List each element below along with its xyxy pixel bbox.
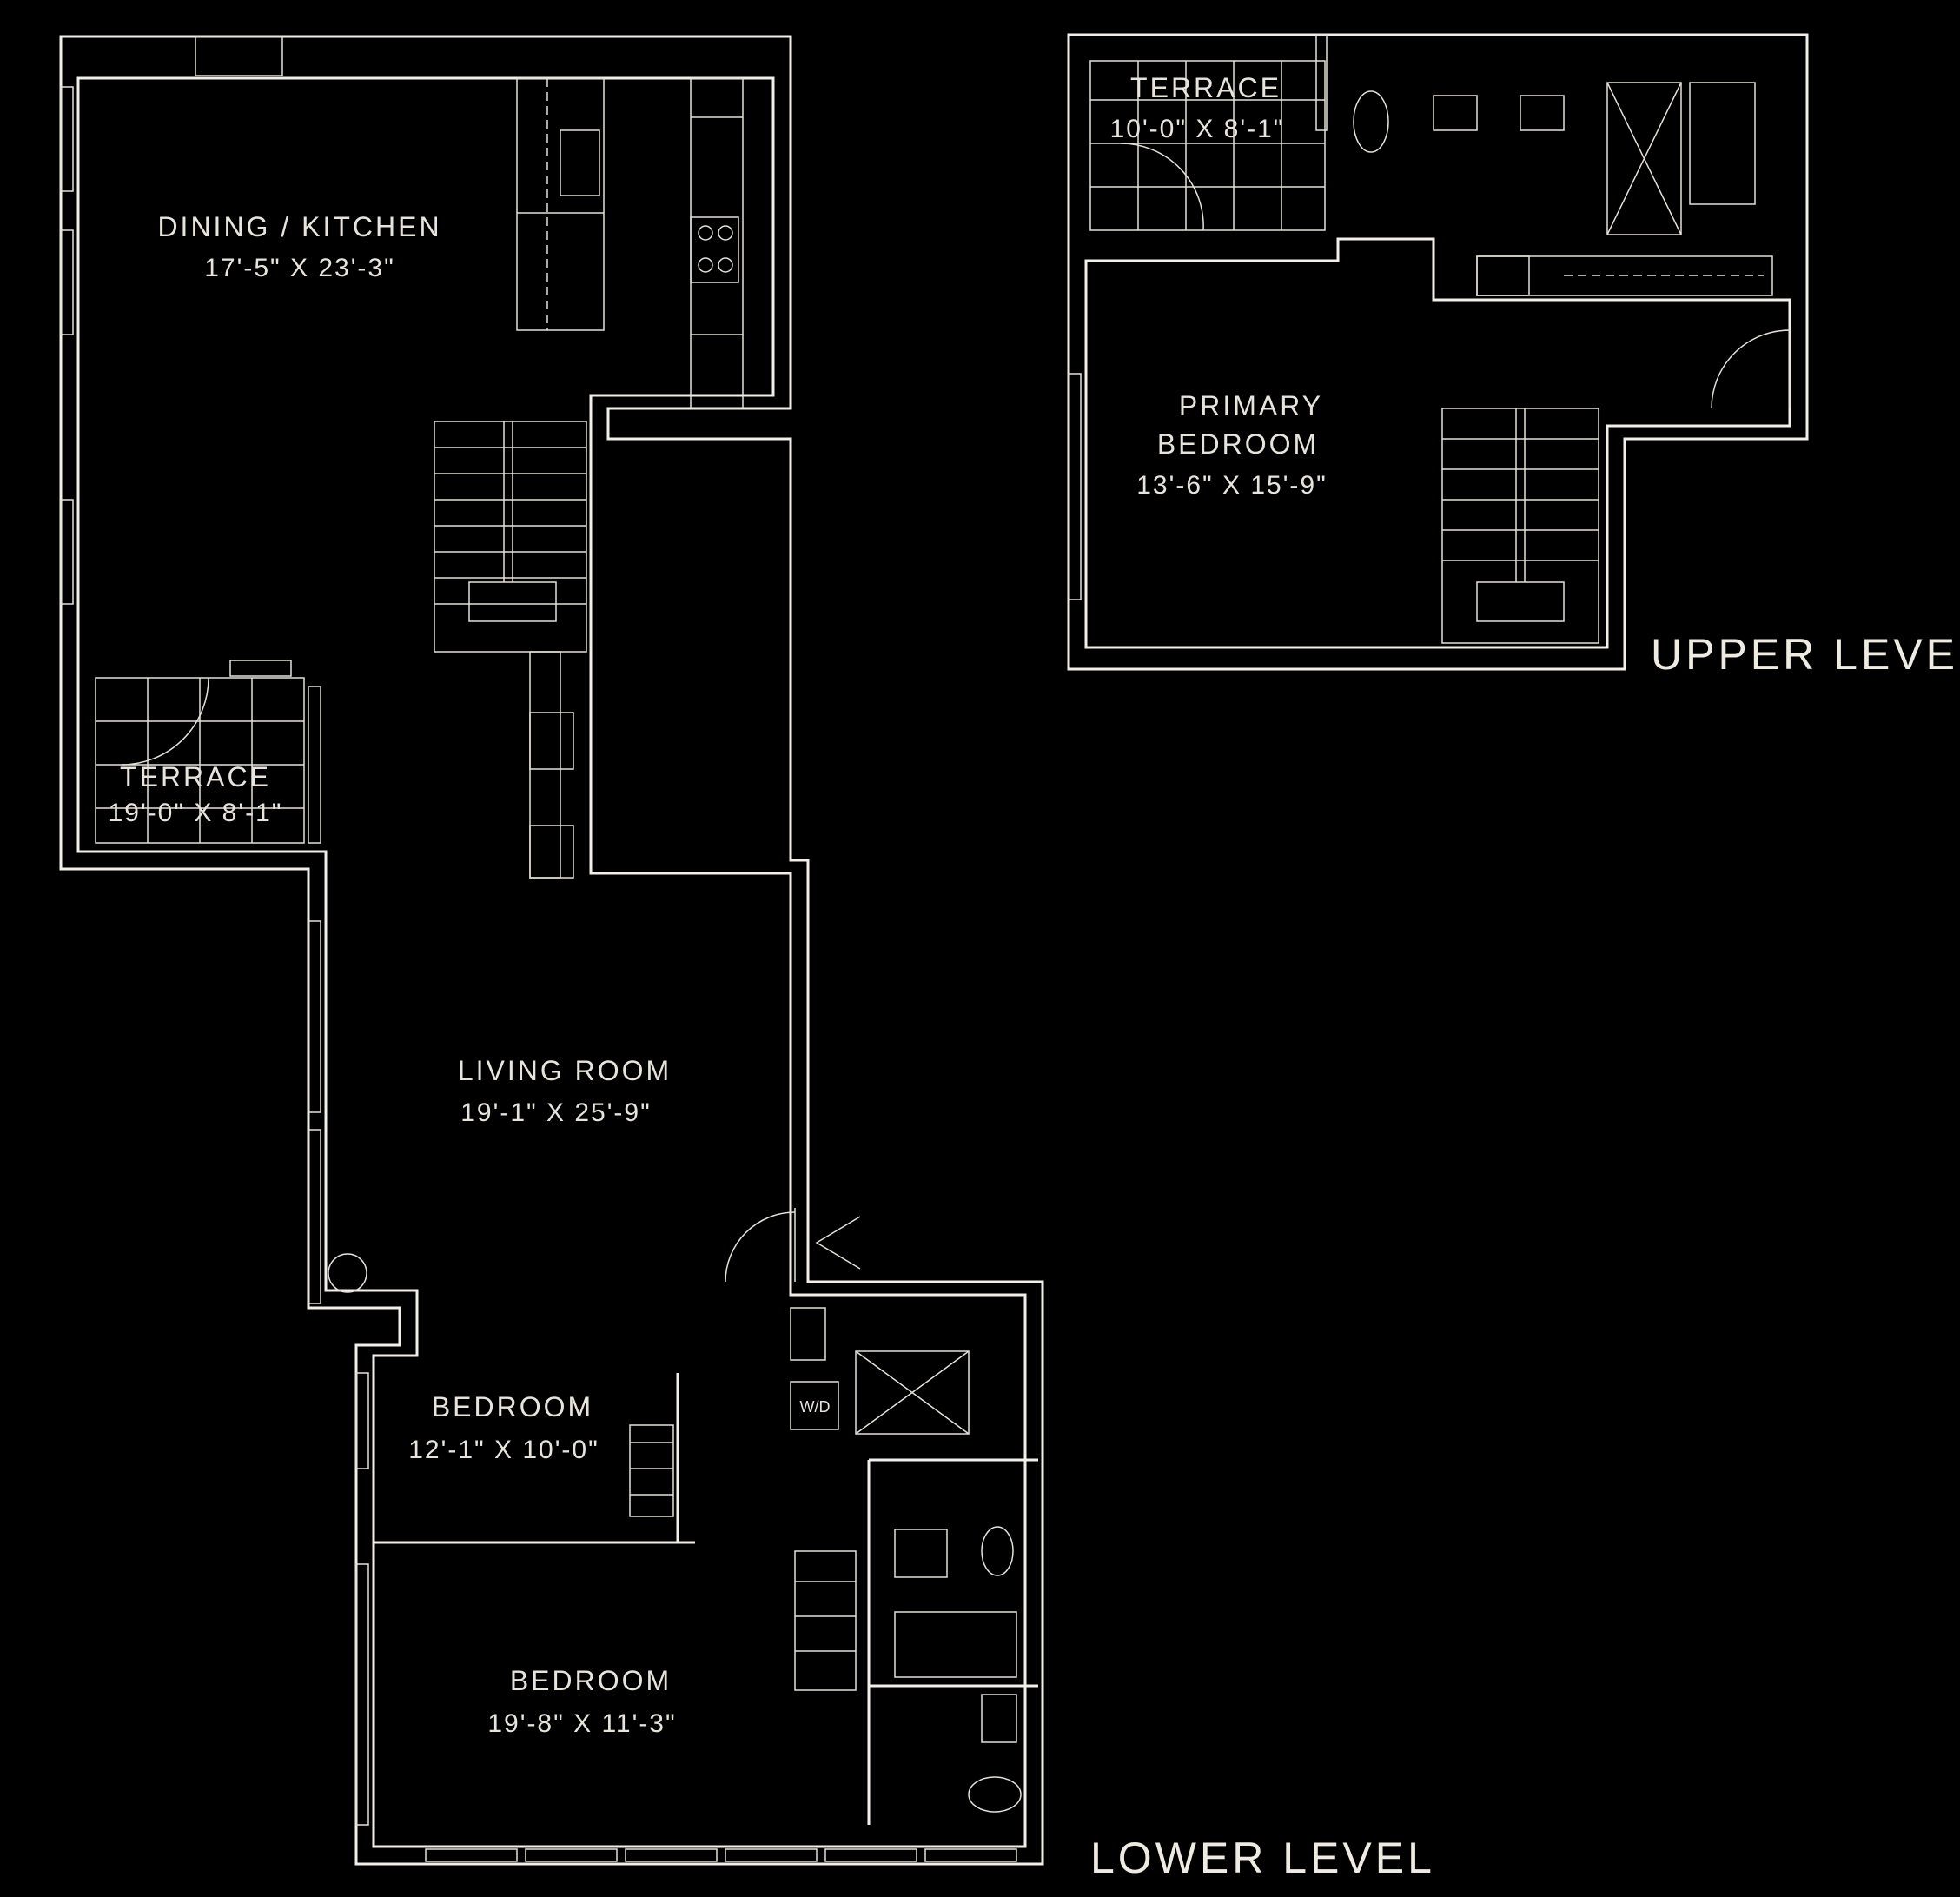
upper-level-plan: TERRACE 10'-0" X 8'-1" PRIMARY BEDROOM 1… (1067, 33, 1960, 679)
upper-terrace-tiles (1089, 34, 1328, 231)
window (308, 686, 321, 844)
window (308, 1129, 321, 1304)
window (1068, 373, 1082, 600)
bedroom-closet (374, 1373, 695, 1544)
toilet (968, 1776, 1022, 1813)
terrace-dims: 19'-0" X 8'-1" (109, 799, 283, 827)
toilet (981, 1526, 1014, 1576)
sink (894, 1529, 948, 1578)
primary-bedroom-label-1: PRIMARY (1179, 390, 1323, 421)
lower-exterior-wall (59, 35, 1044, 1866)
bedroom-2-label: BEDROOM (510, 1665, 672, 1696)
sink (1520, 95, 1565, 131)
window (195, 36, 283, 76)
window (355, 1563, 369, 1826)
living-room-label: LIVING ROOM (458, 1055, 672, 1086)
window (355, 1372, 369, 1469)
bedroom-1-label: BEDROOM (432, 1391, 593, 1423)
bathroom-fixtures (794, 1458, 1038, 1825)
bedroom-2-dims: 19'-8" X 11'-3" (487, 1709, 676, 1738)
lower-interior-outline (76, 76, 1027, 1848)
lower-stair (434, 421, 587, 653)
upper-stair (1441, 408, 1599, 644)
entry-door (328, 1208, 861, 1293)
primary-bedroom-label-2: BEDROOM (1157, 428, 1319, 460)
upper-terrace-dims: 10'-0" X 8'-1" (1110, 115, 1285, 143)
upper-terrace-label: TERRACE (1130, 72, 1281, 103)
upper-exterior-wall (1067, 33, 1809, 671)
toilet (1353, 90, 1389, 153)
upper-level-label: UPPER LEVEL (1651, 630, 1960, 679)
terrace-label: TERRACE (120, 761, 271, 793)
walk-in-closet (1476, 255, 1791, 409)
bathtub (1689, 82, 1756, 205)
primary-bedroom-dims: 13'-6" X 15'-9" (1136, 471, 1328, 500)
washer-dryer-label: W/D (800, 1398, 831, 1416)
terrace-tiles (95, 660, 305, 844)
sink (1433, 95, 1478, 131)
shower (1606, 82, 1682, 235)
sink (981, 1694, 1017, 1743)
upper-interior-outline (1084, 237, 1791, 649)
kitchen-counter (690, 77, 744, 409)
window (308, 920, 321, 1113)
window (60, 229, 74, 335)
living-room-dims: 19'-1" X 25'-9" (460, 1098, 652, 1127)
upper-bath-fixtures (1353, 82, 1756, 235)
kitchen-island (516, 77, 605, 331)
cooktop (690, 216, 739, 283)
bathtub (894, 1611, 1017, 1678)
bottom-windows (425, 1848, 1017, 1862)
lower-level-label: LOWER LEVEL (1090, 1834, 1435, 1882)
window (60, 499, 74, 605)
closet-shelving (529, 651, 574, 879)
dining-kitchen-dims: 17'-5" X 23'-3" (204, 254, 395, 282)
linen-closet (794, 1550, 857, 1691)
lower-level-plan: DINING / KITCHEN 17'-5" X 23'-3" TERRACE… (59, 35, 1435, 1882)
dining-kitchen-label: DINING / KITCHEN (157, 211, 441, 242)
bedroom-1-dims: 12'-1" X 10'-0" (408, 1436, 599, 1464)
window (60, 86, 74, 192)
laundry-shower (790, 1307, 970, 1435)
